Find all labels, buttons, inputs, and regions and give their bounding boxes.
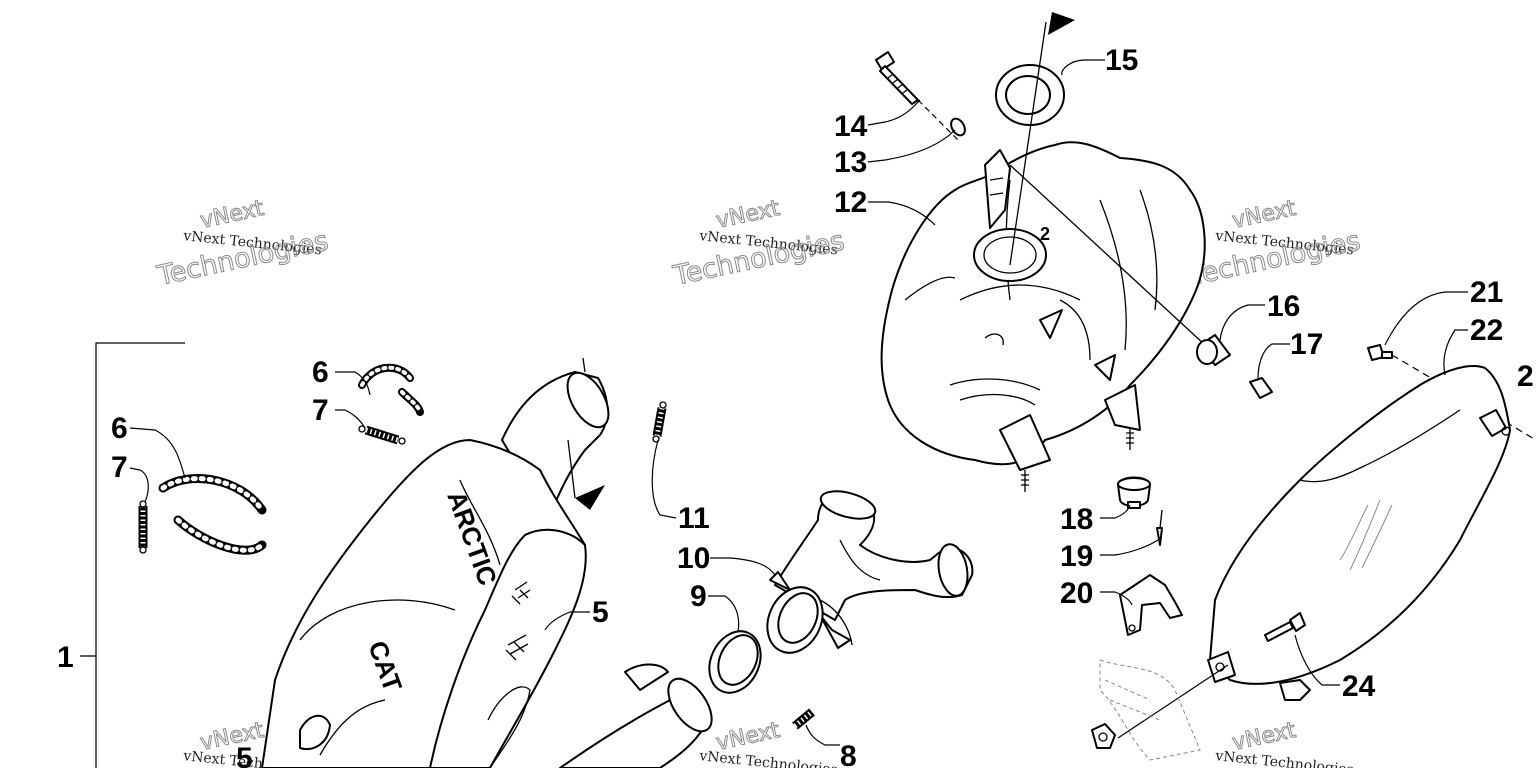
exhaust-manifold: [769, 490, 974, 649]
watermark-top-text: vNext: [714, 196, 782, 234]
seal-ring: [708, 630, 762, 694]
rubber-mount-18: [1117, 476, 1151, 509]
callout-11: 11: [678, 502, 710, 535]
callout-16: 16: [1267, 290, 1300, 323]
callout-20: 20: [1060, 577, 1093, 610]
watermark-bottom-center: vNext vNext Technologies: [698, 717, 839, 768]
callout-18: 18: [1060, 503, 1093, 536]
callout-labels: 1 5 5 6 6 7 7 8 9 10 11 12 13 14 15 16 1…: [57, 44, 1534, 768]
spring-11: [652, 401, 667, 443]
watermark-left: vNext vNext Technologies Technologies: [154, 195, 332, 292]
pin-19: [1156, 509, 1163, 546]
flange-ring: [766, 586, 824, 654]
spring-8: [792, 708, 815, 730]
bushing-16: [1196, 334, 1231, 366]
callout-1: 1: [57, 641, 74, 674]
callout-10: 10: [677, 542, 710, 575]
watermark-bottom-right: vNext vNext Technologies: [1214, 717, 1355, 768]
tank-mark-text: 2: [1040, 224, 1050, 244]
callout-23: 2: [1517, 360, 1534, 393]
bracket-20: [1119, 574, 1183, 636]
callout-7: 7: [111, 451, 128, 484]
lower-pipe: [559, 663, 713, 768]
callout-17: 17: [1290, 328, 1323, 361]
watermark-top-text: vNext: [1230, 196, 1298, 234]
nut-lower: [1091, 723, 1116, 749]
direction-arrow-top: [1048, 12, 1075, 35]
callout-8: 8: [840, 740, 857, 768]
watermark-top-text: vNext: [198, 196, 266, 234]
callout-24: 24: [1342, 670, 1376, 703]
spring-left: [138, 500, 148, 554]
heat-shield: [1207, 364, 1511, 701]
screw-21: [1367, 344, 1393, 361]
callout-13: 13: [834, 146, 867, 179]
nut-17: [1249, 377, 1273, 399]
resonator-tank: 2: [880, 141, 1206, 492]
direction-arrow-muffler: [575, 485, 605, 510]
assembly-bracket: [80, 342, 185, 768]
grommet-15: [995, 64, 1065, 126]
chain-clamp-left: [158, 474, 267, 555]
watermark-small-text: vNext Technologies: [1214, 748, 1355, 768]
callout-14: 14: [834, 110, 868, 143]
chain-clamp-upper: [358, 363, 424, 416]
callout-21: 21: [1470, 276, 1503, 309]
callout-5-lower: 5: [236, 742, 253, 768]
watermark-right: vNext vNext Technologies Technologies: [1186, 195, 1364, 292]
callout-15: 15: [1105, 44, 1138, 77]
watermark-small-text: vNext Technologies: [698, 748, 839, 768]
callout-5: 5: [592, 596, 609, 629]
muffler: ARCTIC CAT: [261, 357, 610, 768]
callout-6: 6: [111, 412, 128, 445]
bolt-24: [1264, 612, 1306, 642]
callout-6-upper: 6: [312, 356, 329, 389]
callout-9: 9: [690, 580, 707, 613]
washer-13: [950, 117, 966, 137]
callout-19: 19: [1060, 540, 1093, 573]
spring-upper: [358, 425, 406, 445]
bolt-14: [875, 51, 919, 105]
callout-7-upper: 7: [312, 394, 329, 427]
callout-22: 22: [1470, 314, 1503, 347]
watermark-center: vNext vNext Technologies Technologies: [670, 195, 848, 292]
callout-12: 12: [834, 186, 867, 219]
leader-lines: [129, 59, 1468, 746]
